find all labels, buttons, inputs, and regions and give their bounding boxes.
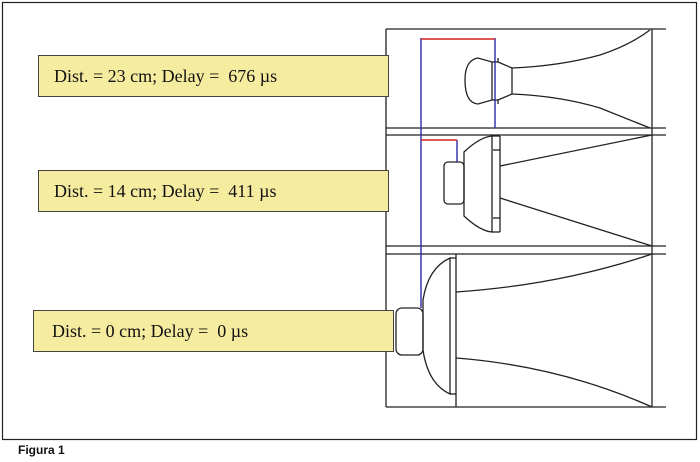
tweeter-horn xyxy=(464,29,651,129)
delay-label-tweeter: Dist. = 23 cm; Delay = 676 µs xyxy=(38,55,389,97)
reference-lines xyxy=(420,38,496,308)
delay-label-woofer: Dist. = 0 cm; Delay = 0 µs xyxy=(33,310,394,352)
cabinet xyxy=(385,28,666,408)
distance-markers xyxy=(421,38,495,141)
woofer-horn xyxy=(395,253,653,408)
figure-caption: Figura 1 xyxy=(18,443,65,457)
delay-label-midrange: Dist. = 14 cm; Delay = 411 µs xyxy=(38,170,389,212)
midrange-horn xyxy=(443,134,653,247)
figure-frame xyxy=(1,1,698,441)
